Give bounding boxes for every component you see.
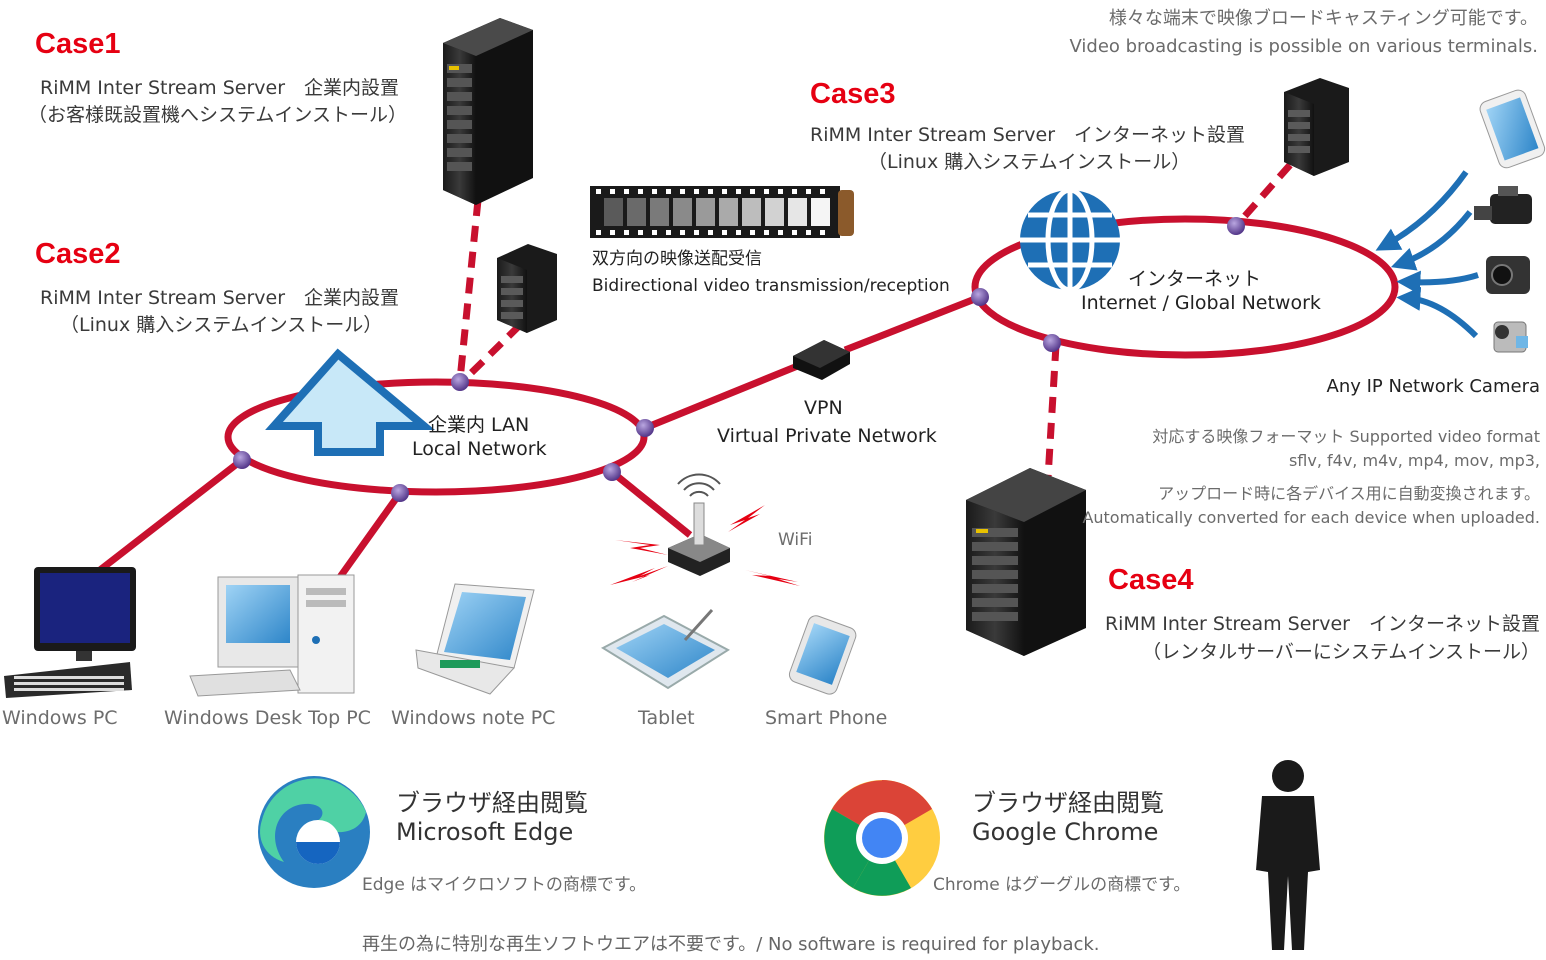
film-label-jp: 双方向の映像送配受信: [592, 249, 762, 269]
connection-nodes: [233, 217, 1245, 502]
internet-label-jp: インターネット: [1128, 268, 1262, 290]
tablet-icon: [600, 608, 730, 690]
laptop-icon: [415, 583, 535, 695]
vpn-sub-label: Virtual Private Network: [717, 425, 937, 447]
device-label-windows-pc: Windows PC: [2, 707, 118, 729]
network-lines: [97, 215, 1399, 580]
formats-line-1: 対応する映像フォーマット Supported video format: [1152, 427, 1540, 446]
video-camera-icon: [1474, 186, 1532, 224]
camcorder-icon: [1486, 256, 1530, 294]
camera-label: Any IP Network Camera: [1326, 376, 1541, 397]
case4-title: Case4: [1108, 564, 1194, 596]
server-small-icon: [497, 244, 557, 333]
case4-line2: （レンタルサーバーにシステムインストール）: [1142, 641, 1540, 663]
wifi-router-icon: [610, 473, 800, 586]
footer-note: 再生の為に特別な再生ソフトウエアは不要です。/ No software is r…: [362, 934, 1100, 955]
case2-line2: （Linux 購入システムインストール）: [60, 314, 383, 336]
chrome-trademark: Chrome はグーグルの商標です。: [933, 875, 1191, 895]
film-label-en: Bidirectional video transmission/recepti…: [592, 276, 950, 296]
case4-line1: RiMM Inter Stream Server インターネット設置: [1104, 613, 1540, 635]
film-strip-icon: [590, 186, 854, 238]
vpn-label: VPN: [804, 397, 843, 419]
device-label-tablet: Tablet: [638, 707, 695, 729]
case1-line1: RiMM Inter Stream Server 企業内設置: [40, 77, 400, 99]
case3-line2: （Linux 購入システムインストール）: [868, 151, 1191, 173]
chrome-heading: ブラウザ経由閲覧: [972, 789, 1164, 817]
upload-arrow-icon: [265, 348, 436, 456]
case3-title: Case3: [810, 78, 896, 110]
formats-line-2: sflv, f4v, m4v, mp4, mov, mp3,: [1288, 451, 1540, 470]
server-tower-icon: [966, 468, 1086, 656]
internet-label-en: Internet / Global Network: [1081, 292, 1321, 314]
formats-line-4: Automatically converted for each device …: [1082, 508, 1540, 527]
person-silhouette-icon: [1256, 760, 1320, 950]
server-links: [456, 162, 1293, 479]
handycam-icon: [1493, 321, 1528, 353]
device-label-desktop-pc: Windows Desk Top PC: [164, 707, 371, 729]
case3-line1: RiMM Inter Stream Server インターネット設置: [810, 124, 1246, 146]
desktop-pc-icon: [189, 574, 355, 697]
lan-label-jp: 企業内 LAN: [428, 414, 530, 436]
lan-label-en: Local Network: [412, 438, 547, 460]
header-line-1: 様々な端末で映像ブロードキャスティング可能です。: [1108, 8, 1538, 29]
monitor-icon: [4, 567, 136, 698]
edge-logo-icon: [258, 776, 370, 888]
smartphone-icon: [788, 615, 857, 695]
edge-name: Microsoft Edge: [396, 818, 574, 846]
wifi-label: WiFi: [778, 530, 813, 550]
device-label-smartphone: Smart Phone: [765, 707, 888, 729]
vpn-router-icon: [793, 340, 850, 380]
globe-icon: [1020, 187, 1120, 293]
edge-heading: ブラウザ経由閲覧: [396, 789, 588, 817]
chrome-logo-icon: [824, 780, 940, 896]
server-tower-icon: [443, 18, 533, 205]
header-line-2: Video broadcasting is possible on variou…: [1069, 36, 1538, 57]
case2-line1: RiMM Inter Stream Server 企業内設置: [40, 287, 400, 309]
server-small-icon: [1284, 78, 1349, 176]
edge-trademark: Edge はマイクロソフトの商標です。: [362, 875, 647, 895]
case1-title: Case1: [35, 28, 121, 60]
case2-title: Case2: [35, 238, 121, 270]
case1-line2: （お客様既設置機へシステムインストール）: [28, 104, 408, 126]
tablet-device-icon: [1479, 89, 1546, 169]
formats-line-3: アップロード時に各デバイス用に自動変換されます。: [1158, 484, 1540, 503]
camera-arrows: [1375, 170, 1479, 339]
device-label-note-pc: Windows note PC: [391, 707, 556, 729]
chrome-name: Google Chrome: [972, 818, 1159, 846]
